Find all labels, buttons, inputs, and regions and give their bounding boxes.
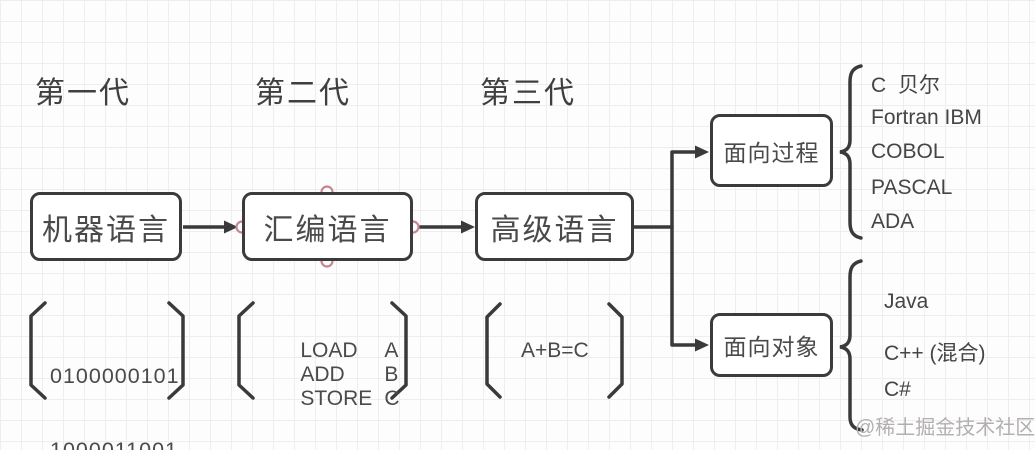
watermark: @稀土掘金技术社区 — [855, 417, 1035, 439]
left-bracket — [29, 301, 47, 400]
machine-code-line: 1000011001 — [50, 437, 178, 450]
assembly-code-line: ADD B — [277, 339, 398, 411]
assembly-operand: A — [384, 339, 399, 362]
assembly-opcode: ADD — [300, 363, 345, 386]
procedural-language-item: PASCAL — [871, 176, 953, 199]
machine-code-line: 0100000101 — [50, 364, 180, 388]
arrow-to-object-oriented — [695, 338, 709, 352]
right-bracket — [607, 302, 624, 399]
assembly-operand: B — [384, 363, 399, 386]
procedural-language-item: COBOL — [871, 140, 945, 163]
assembly-code-brackets — [237, 301, 408, 400]
left-bracket — [237, 301, 255, 400]
assembly-opcode: STORE — [300, 387, 373, 410]
left-bracket — [485, 302, 502, 399]
oop-language-item: C++ (混合) — [884, 342, 986, 365]
highlevel-expr-brackets — [485, 302, 624, 399]
procedural-language-item: Fortran IBM — [871, 106, 982, 129]
node-procedural: 面向过程 — [710, 114, 833, 187]
generation-label-2: 第二代 — [255, 77, 351, 110]
right-bracket — [390, 301, 408, 400]
procedural-language-item: C 贝尔 — [871, 74, 940, 97]
generation-label-3: 第三代 — [480, 77, 576, 110]
generation-label-1: 第一代 — [35, 77, 131, 110]
node-machine-language: 机器语言 — [30, 192, 182, 261]
oop-language-item: Java — [884, 290, 929, 313]
assembly-operand: C — [384, 387, 400, 410]
branch-connector — [632, 150, 698, 347]
assembly-code-line: STORE C — [277, 363, 400, 435]
procedural-language-item: ADA — [871, 210, 915, 233]
arrow-assembly-to-highlevel — [419, 220, 475, 234]
arrow-machine-to-assembly — [183, 220, 238, 234]
machine-code-brackets — [29, 301, 185, 400]
arrow-to-procedural — [695, 145, 709, 159]
high-level-expression: A+B=C — [521, 339, 589, 362]
object-oriented-brace — [839, 259, 864, 432]
oop-language-item: C# — [884, 378, 911, 401]
assembly-opcode: LOAD — [300, 339, 358, 362]
node-object-oriented: 面向对象 — [710, 313, 833, 377]
procedural-brace — [839, 64, 863, 240]
assembly-code-line: LOAD A — [277, 315, 398, 387]
machine-code-example: 0100000101 1000011001 0110100111 — [50, 315, 180, 450]
node-high-level-language: 高级语言 — [475, 192, 634, 261]
right-bracket — [167, 301, 185, 400]
node-assembly-language: 汇编语言 — [242, 192, 413, 261]
